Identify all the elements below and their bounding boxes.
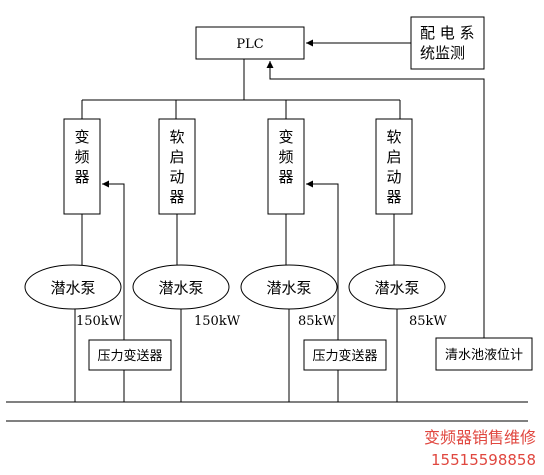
starter-4-char-1: 软 [386, 128, 401, 146]
starter-1-char-3: 器 [74, 168, 89, 186]
starter-soft-2: 软 启 动 器 [375, 118, 413, 215]
starter-3-char-1: 变 [278, 128, 293, 146]
pump-3-label: 潜水泵 [266, 279, 311, 297]
power-monitor-line2: 统监测 [420, 44, 465, 62]
starter-2-char-3: 动 [169, 168, 184, 186]
pump-2: 潜水泵 [132, 264, 230, 310]
starter-1-char-2: 频 [74, 148, 89, 166]
plc-block: PLC [195, 26, 305, 60]
starter-vfd-1: 变 频 器 [63, 118, 101, 215]
watermark-line2: 15515598858 [431, 451, 536, 469]
starter-vfd-2: 变 频 器 [267, 118, 305, 215]
pump-4-power: 85kW [409, 314, 447, 329]
starter-3-char-2: 频 [278, 148, 293, 166]
level-gauge-block: 清水池液位计 [435, 337, 533, 371]
starter-3-char-3: 器 [278, 168, 293, 186]
starter-4-char-2: 启 [386, 148, 401, 166]
starter-2-char-2: 启 [169, 148, 184, 166]
starter-2-char-1: 软 [169, 128, 184, 146]
pressure-transmitter-2-label: 压力变送器 [312, 348, 377, 364]
starter-1-char-1: 变 [74, 128, 89, 146]
starter-2-char-4: 器 [169, 188, 184, 206]
power-monitor-block: 配 电 系 统监测 [410, 16, 485, 70]
pt-2-feedback-arrow [306, 180, 339, 340]
starter-4-char-4: 器 [386, 188, 401, 206]
pump-2-power: 150kW [194, 314, 241, 329]
pump-4: 潜水泵 [348, 264, 446, 310]
pressure-transmitter-1-label: 压力变送器 [97, 348, 162, 364]
pump-3: 潜水泵 [240, 264, 338, 310]
plc-label: PLC [236, 37, 263, 52]
pt-1-feedback-arrow [102, 180, 125, 340]
starter-soft-1: 软 启 动 器 [158, 118, 196, 215]
pump-3-power: 85kW [298, 314, 336, 329]
pressure-transmitter-1: 压力变送器 [88, 339, 172, 371]
power-monitor-line1: 配 电 系 [420, 24, 475, 42]
pump-2-label: 潜水泵 [158, 279, 203, 297]
pump-4-label: 潜水泵 [374, 279, 419, 297]
pump-1-label: 潜水泵 [50, 279, 95, 297]
pump-1: 潜水泵 [24, 264, 122, 310]
pressure-transmitter-2: 压力变送器 [303, 339, 387, 371]
level-gauge-label: 清水池液位计 [445, 348, 523, 363]
pump-1-power: 150kW [76, 314, 123, 329]
level-gauge-to-plc-arrow [266, 61, 485, 338]
starter-4-char-3: 动 [386, 168, 401, 186]
watermark-line1: 变频器销售维修 [424, 428, 536, 447]
